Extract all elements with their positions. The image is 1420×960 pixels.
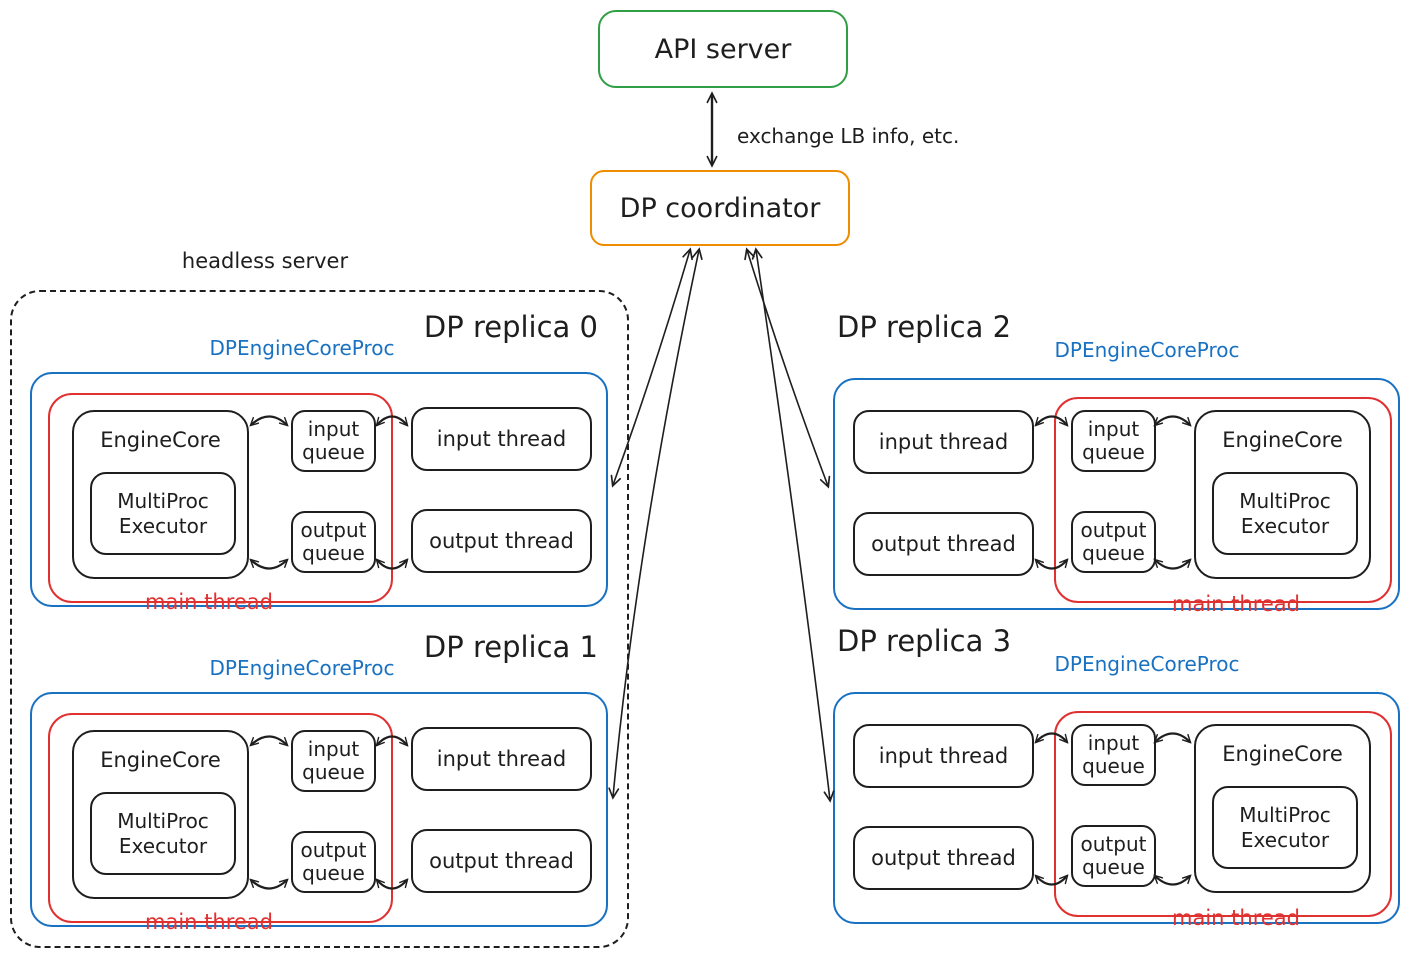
engine-core-box: EngineCore MultiProc Executor [1194,410,1371,579]
input-queue-box: input queue [291,410,376,472]
engine-core-label: EngineCore [1222,742,1343,766]
dp-replica-0: DP replica 0 DPEngineCoreProc EngineCore… [30,310,608,614]
input-thread-box: input thread [853,410,1034,474]
output-queue-box: output queue [1071,511,1156,573]
main-thread-label: main thread [145,910,273,934]
main-thread-outline [48,393,393,603]
engine-core-label: EngineCore [1222,428,1343,452]
headless-server-label: headless server [181,249,349,273]
input-thread-box: input thread [853,724,1034,788]
input-thread-box: input thread [411,727,592,791]
output-thread-box: output thread [411,509,592,573]
replica-title: DP replica 0 [423,310,598,344]
multiproc-executor-box: MultiProc Executor [1212,786,1358,869]
main-thread-label: main thread [1172,906,1300,930]
multiproc-executor-box: MultiProc Executor [90,472,236,555]
replica-title: DP replica 2 [837,310,1012,344]
replica-title: DP replica 3 [837,624,1012,658]
output-thread-box: output thread [411,829,592,893]
dp-engine-core-proc-label: DPEngineCoreProc [1054,652,1240,676]
dp-replica-2: DP replica 2 DPEngineCoreProc EngineCore… [833,310,1400,616]
main-thread-outline [1054,397,1392,603]
main-thread-label: main thread [1172,592,1300,616]
main-thread-outline [48,713,393,923]
engine-core-label: EngineCore [100,748,221,772]
dp-engine-core-proc-label: DPEngineCoreProc [1054,338,1240,362]
multiproc-executor-box: MultiProc Executor [90,792,236,875]
output-queue-box: output queue [291,511,376,573]
arrow-coordinator-replica-3 [756,250,830,800]
output-thread-box: output thread [853,512,1034,576]
output-queue-box: output queue [1071,825,1156,887]
main-thread-outline [1054,711,1392,917]
dp-replica-3: DP replica 3 DPEngineCoreProc EngineCore… [833,624,1400,930]
dp-engine-core-proc-label: DPEngineCoreProc [209,336,395,360]
api-server-box: API server [598,10,848,88]
engine-core-label: EngineCore [100,428,221,452]
output-thread-box: output thread [853,826,1034,890]
input-queue-box: input queue [1071,410,1156,472]
dp-coordinator-box: DP coordinator [590,170,850,246]
multiproc-executor-box: MultiProc Executor [1212,472,1358,555]
input-thread-box: input thread [411,407,592,471]
engine-core-box: EngineCore MultiProc Executor [72,410,249,579]
main-thread-label: main thread [145,590,273,614]
input-queue-box: input queue [1071,724,1156,786]
input-queue-box: input queue [291,730,376,792]
dp-replica-1: DP replica 1 DPEngineCoreProc EngineCore… [30,630,608,934]
arrow-coordinator-replica-2 [747,250,828,486]
dp-coordinator-label: DP coordinator [619,192,821,224]
exchange-lb-info-label: exchange LB info, etc. [737,124,960,148]
output-queue-box: output queue [291,831,376,893]
dp-engine-core-proc-label: DPEngineCoreProc [209,656,395,680]
api-server-label: API server [654,33,792,65]
engine-core-box: EngineCore MultiProc Executor [72,730,249,899]
replica-title: DP replica 1 [423,630,598,664]
engine-core-box: EngineCore MultiProc Executor [1194,724,1371,893]
